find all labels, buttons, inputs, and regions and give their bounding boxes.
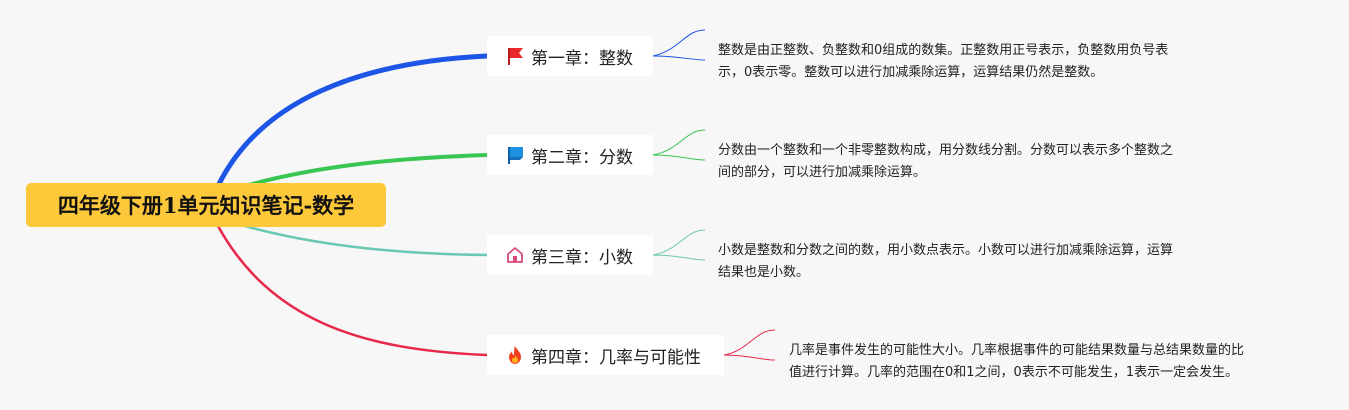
note-connector-ch1-bottom — [652, 55, 706, 61]
chapter-label-1: 第一章：整数 — [531, 48, 633, 69]
chapter-note-2: 分数由一个整数和一个非零整数构成，用分数线分割。分数可以表示多个整数之 间的部分… — [718, 140, 1173, 184]
house-icon — [505, 244, 525, 266]
branch-line-ch2 — [243, 153, 489, 188]
note-connector-ch3-bottom — [652, 254, 706, 261]
chapter-note-4: 几率是事件发生的可能性大小。几率根据事件的可能结果数量与总结果数量的比 值进行计… — [789, 340, 1244, 384]
branch-line-ch4 — [216, 224, 489, 357]
note-line: 值进行计算。几率的范围在0和1之间，0表示不可能发生，1表示一定会发生。 — [789, 365, 1239, 380]
root-topic[interactable]: 四年级下册1单元知识笔记-数学 — [26, 183, 386, 227]
note-line: 整数是由正整数、负整数和0组成的数集。正整数用正号表示，负整数用负号表 — [718, 43, 1169, 58]
chapter-node-3[interactable]: 第三章：小数 — [487, 235, 653, 275]
note-connector-ch4-top — [723, 329, 776, 356]
note-connector-ch1-top — [652, 29, 706, 57]
chapter-label-4: 第四章：几率与可能性 — [531, 347, 701, 368]
chapter-node-4[interactable]: 第四章：几率与可能性 — [487, 335, 724, 375]
note-connector-ch2-bottom — [652, 154, 706, 161]
fire-icon — [505, 344, 525, 366]
chapter-note-3: 小数是整数和分数之间的数，用小数点表示。小数可以进行加减乘除运算，运算 结果也是… — [718, 240, 1173, 284]
root-title: 四年级下册1单元知识笔记-数学 — [57, 193, 355, 218]
note-line: 示，0表示零。整数可以进行加减乘除运算，运算结果仍然是整数。 — [718, 65, 1104, 80]
red-flag-icon — [505, 45, 525, 67]
chapter-note-1: 整数是由正整数、负整数和0组成的数集。正整数用正号表示，负整数用负号表 示，0表… — [718, 40, 1168, 84]
note-line: 几率是事件发生的可能性大小。几率根据事件的可能结果数量与总结果数量的比 — [789, 343, 1245, 358]
note-line: 结果也是小数。 — [718, 265, 810, 280]
note-line: 分数由一个整数和一个非零整数构成，用分数线分割。分数可以表示多个整数之 — [718, 143, 1174, 158]
chapter-node-2[interactable]: 第二章：分数 — [487, 135, 653, 175]
chapter-label-2: 第二章：分数 — [531, 147, 633, 168]
note-line: 小数是整数和分数之间的数，用小数点表示。小数可以进行加减乘除运算，运算 — [718, 243, 1174, 258]
note-connector-ch2-top — [652, 129, 706, 156]
note-connector-ch3-top — [652, 229, 706, 256]
branch-line-ch3 — [243, 224, 489, 257]
note-connector-ch4-bottom — [723, 354, 776, 361]
branch-line-ch1 — [215, 53, 490, 189]
chapter-label-3: 第三章：小数 — [531, 247, 633, 268]
note-line: 间的部分，可以进行加减乘除运算。 — [718, 165, 927, 180]
chapter-node-1[interactable]: 第一章：整数 — [487, 36, 653, 76]
blue-flag-icon — [505, 144, 525, 166]
